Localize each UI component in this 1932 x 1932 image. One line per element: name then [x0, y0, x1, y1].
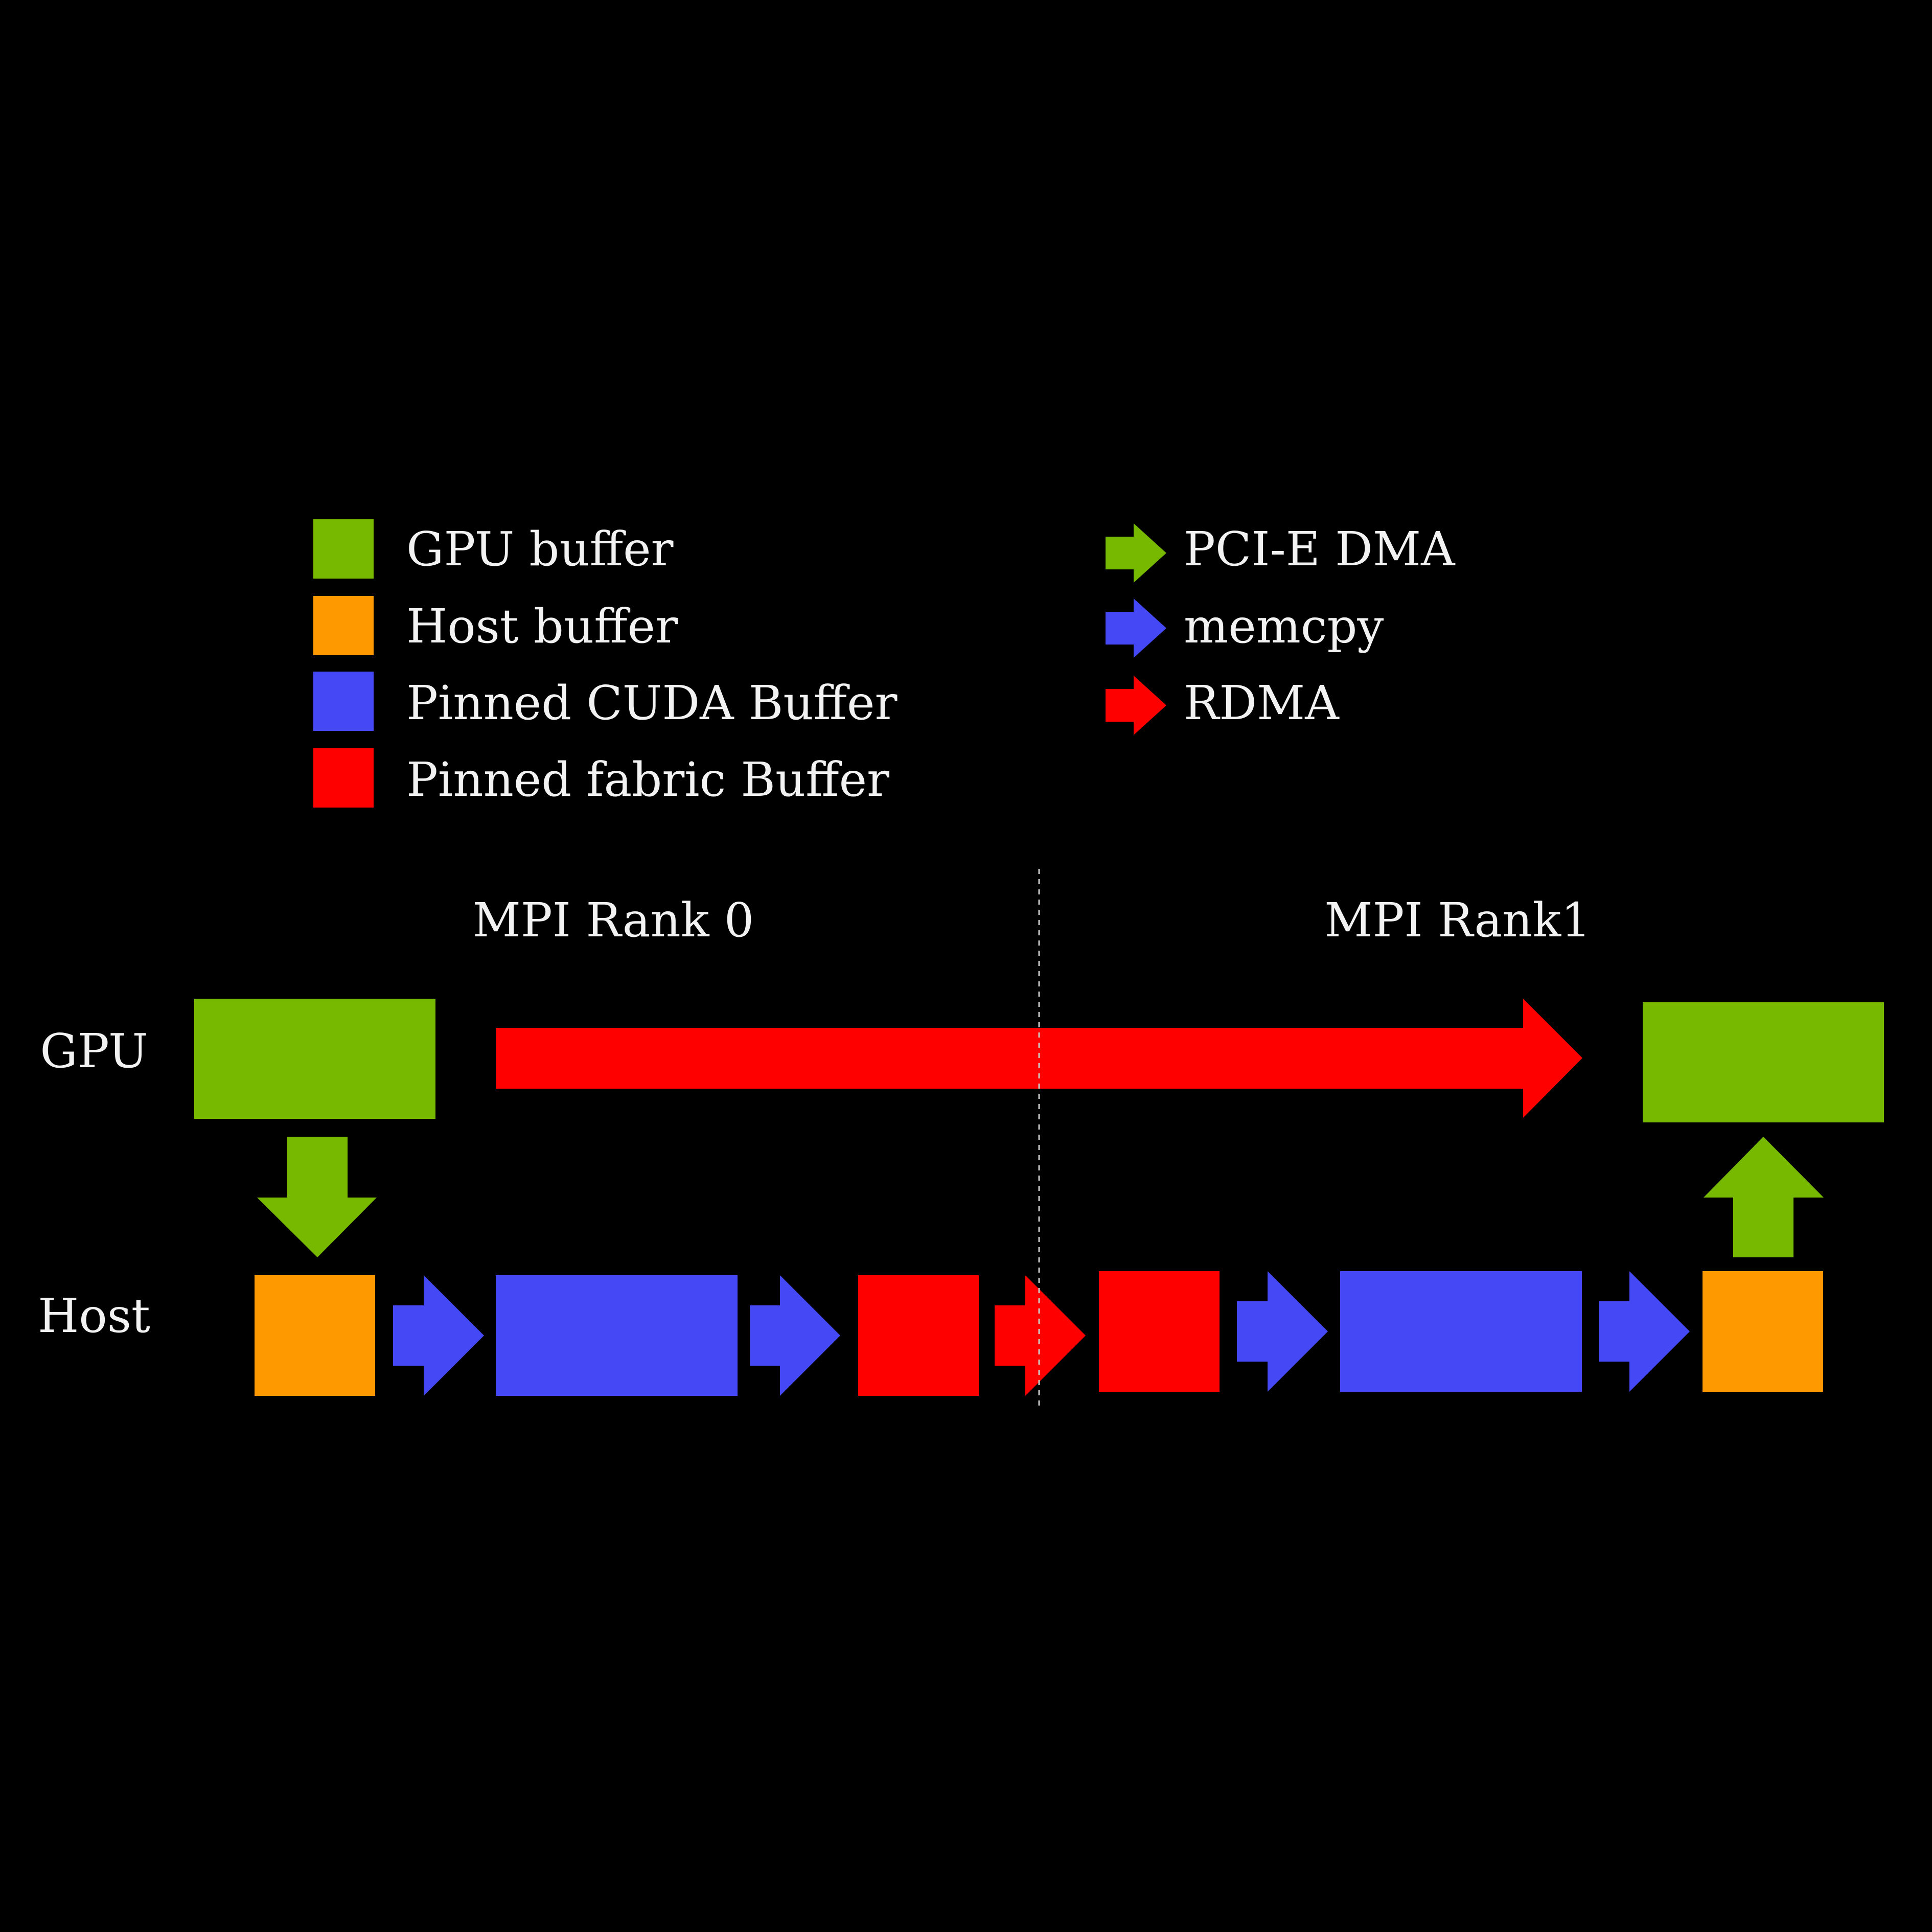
legend-swatch-gpu-buffer [313, 519, 374, 579]
rank1-host-buffer [1703, 1271, 1823, 1392]
legend-label-memcpy: memcpy [1184, 599, 1384, 654]
legend-label-pinned-fabric-buffer: Pinned fabric Buffer [406, 752, 889, 807]
legend-arrow-pcie-dma-icon [1106, 523, 1166, 583]
rank0-host-buffer [255, 1275, 375, 1396]
rank0-pinned-fabric-buffer [858, 1275, 979, 1396]
rank0-pinned-cuda-buffer [496, 1275, 738, 1396]
rank1-pcie-up-arrow-icon [1704, 1137, 1824, 1257]
legend-arrow-memcpy-icon [1106, 599, 1166, 658]
legend-arrow-rdma-icon [1106, 676, 1166, 735]
legend-buffers: GPU buffer Host buffer Pinned CUDA Buffe… [313, 519, 897, 808]
rank-label-1: MPI Rank1 [1324, 893, 1591, 948]
rank1-gpu-buffer [1643, 1002, 1884, 1122]
legend-swatch-host-buffer [313, 596, 374, 655]
legend-swatch-pinned-fabric-buffer [313, 748, 374, 808]
row-label-gpu: GPU [40, 1024, 148, 1078]
rank1-pinned-cuda-buffer [1340, 1271, 1582, 1392]
rank-label-0: MPI Rank 0 [473, 893, 754, 948]
legend-label-pinned-cuda-buffer: Pinned CUDA Buffer [406, 676, 897, 730]
legend-swatch-pinned-cuda-buffer [313, 672, 374, 731]
legend-transfers: PCI-E DMA memcpy RDMA [1106, 522, 1456, 735]
gpu-rdma-arrow-icon [496, 999, 1582, 1118]
rank1-memcpy-arrow-1-icon [1237, 1271, 1328, 1392]
rank0-pcie-down-arrow-icon [257, 1137, 377, 1257]
rank1-memcpy-arrow-2-icon [1599, 1271, 1690, 1392]
legend-label-rdma: RDMA [1184, 676, 1340, 730]
legend-label-pcie-dma: PCI-E DMA [1184, 522, 1456, 577]
rank1-pinned-fabric-buffer [1099, 1271, 1220, 1392]
row-label-host: Host [38, 1289, 150, 1343]
host-rdma-arrow-icon [995, 1275, 1086, 1396]
legend-label-host-buffer: Host buffer [406, 599, 678, 654]
rank0-memcpy-arrow-1-icon [393, 1275, 484, 1396]
rank0-memcpy-arrow-2-icon [750, 1275, 840, 1396]
rank0-gpu-buffer [194, 999, 435, 1119]
legend-label-gpu-buffer: GPU buffer [406, 522, 674, 577]
